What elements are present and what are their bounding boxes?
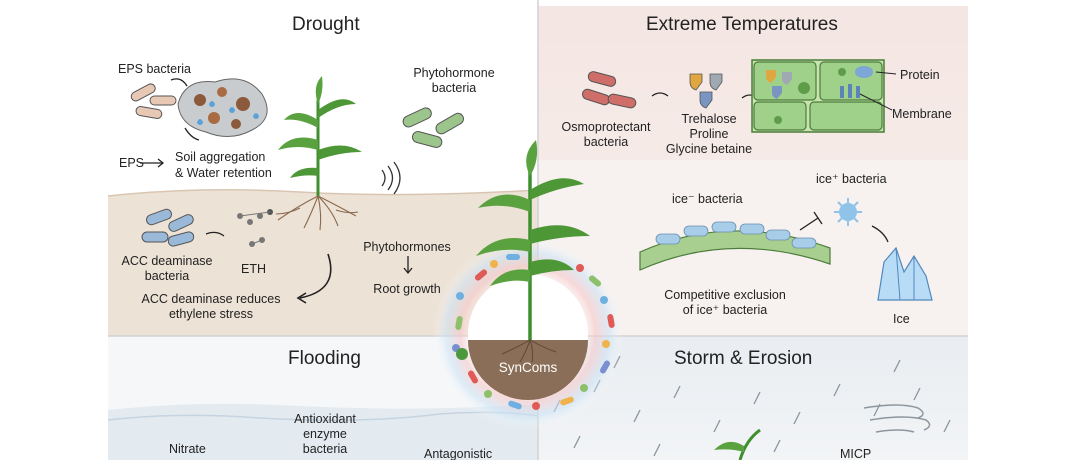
root-growth-label: Root growth — [373, 282, 441, 296]
signal-waves-icon — [381, 161, 401, 195]
eth-molecule-icon — [237, 209, 273, 247]
syncoms-bacteria-ring — [452, 254, 615, 410]
phytohormones-label: Phytohormones — [363, 240, 451, 254]
acc-bacteria-label-2: bacteria — [144, 269, 190, 283]
proline-label: Proline — [689, 127, 729, 141]
ice-minus-label: ice⁻ bacteria — [672, 192, 743, 206]
phytohormone-bacteria-icon — [402, 107, 464, 148]
drought-panel-bg — [0, 0, 539, 336]
eth-label: ETH — [241, 262, 266, 276]
osmo-arrow — [651, 92, 669, 97]
syncoms-label: SynComs — [498, 360, 558, 375]
eps-bacteria-icon — [130, 83, 177, 119]
osmoprotectant-bacteria-icon — [581, 71, 637, 109]
eps-arrow — [170, 78, 188, 87]
competitive-label-2: of ice⁺ bacteria — [682, 303, 768, 317]
soil-aggregation-label: Soil aggregation — [175, 150, 266, 164]
eps-bacteria-label: EPS bacteria — [118, 62, 191, 76]
storm-plant-icon — [714, 428, 761, 460]
phytohormone-bacteria-label-2: bacteria — [431, 81, 477, 95]
aggregation-arrow — [184, 127, 200, 141]
membrane-pointer — [859, 93, 893, 111]
acc-curve-arrow — [299, 253, 332, 299]
protein-pointer — [875, 71, 897, 75]
drought-plant-icon — [275, 76, 362, 231]
micp-label: MICP — [840, 447, 872, 460]
osmolyte-shields-icon — [689, 73, 723, 109]
osmoprotectant-label-2: bacteria — [583, 135, 629, 149]
acc-bacteria-label-1: ACC deaminase — [121, 254, 213, 268]
nitrate-label: Nitrate — [169, 442, 206, 456]
competitive-label-1: Competitive exclusion — [664, 288, 786, 302]
antioxidant-label-2: enzyme — [303, 427, 347, 441]
leaf-surface-icon — [639, 221, 831, 271]
soil-aggregate-icon — [177, 78, 268, 137]
antagonistic-label: Antagonistic — [424, 447, 493, 460]
wind-icon — [863, 404, 931, 433]
phytohormone-bacteria-label-1: Phytohormone — [413, 66, 495, 80]
eps-label: EPS — [119, 156, 145, 170]
temperature-title: Extreme Temperatures — [646, 14, 838, 35]
ice-plus-label: ice⁺ bacteria — [816, 172, 887, 186]
center-plant-icon — [476, 140, 590, 363]
storm-title: Storm & Erosion — [674, 348, 813, 369]
ice-crystal-icon — [877, 246, 933, 301]
ice-label: Ice — [893, 312, 910, 326]
syncoms-soil — [468, 340, 588, 400]
trehalose-label: Trehalose — [681, 112, 737, 126]
osmoprotectant-label-1: Osmoprotectant — [561, 120, 651, 134]
protein-label: Protein — [900, 68, 940, 82]
antioxidant-label-3: bacteria — [302, 442, 348, 456]
flooding-title: Flooding — [288, 348, 361, 369]
glycine-label: Glycine betaine — [665, 142, 753, 156]
water-retention-label: & Water retention — [175, 166, 272, 180]
acc-reduces-label-2: ethylene stress — [168, 307, 254, 321]
acc-to-eth-arrow — [205, 231, 225, 237]
plant-cells-icon — [751, 59, 885, 133]
inhibition-symbol — [799, 211, 823, 231]
ice-plus-bacteria-icon — [834, 198, 862, 226]
antioxidant-label-1: Antioxidant — [294, 412, 356, 426]
membrane-label: Membrane — [892, 107, 952, 121]
drought-title: Drought — [292, 14, 360, 35]
acc-bacteria-icon — [141, 208, 195, 247]
acc-reduces-label-1: ACC deaminase reduces — [141, 292, 281, 306]
ice-arrow — [871, 225, 889, 243]
